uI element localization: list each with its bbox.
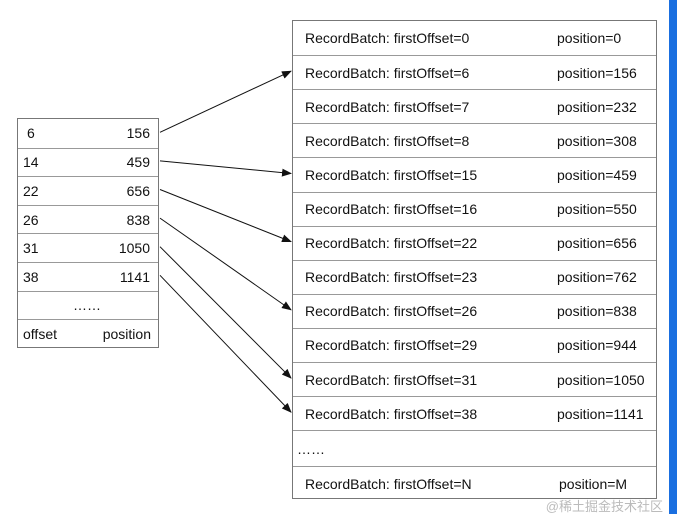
record-batch-position: position=308	[557, 132, 637, 149]
index-position: 656	[126, 182, 150, 199]
record-batch-position: position=459	[557, 166, 637, 183]
index-ellipsis-row: ……	[18, 290, 158, 320]
record-batch-row: RecordBatch: firstOffset=31 position=1050	[293, 362, 656, 396]
record-batch-row: RecordBatch: firstOffset=22 position=656	[293, 225, 656, 260]
record-batch-position: position=838	[557, 303, 637, 320]
record-batch-label: RecordBatch: firstOffset=16	[305, 201, 478, 218]
record-batch-position: position=M	[559, 475, 628, 492]
record-batch-label: RecordBatch: firstOffset=N	[305, 475, 472, 492]
record-batch-label: RecordBatch: firstOffset=38	[305, 405, 478, 422]
record-batch-position: position=656	[557, 235, 637, 252]
index-position: 459	[126, 154, 150, 171]
record-batch-position: position=1050	[557, 371, 645, 388]
index-position: 838	[126, 211, 150, 228]
record-batch-row: RecordBatch: firstOffset=7 position=232	[293, 89, 656, 123]
pointer-arrow	[159, 189, 292, 243]
offset-label: offset	[23, 326, 57, 343]
record-batch-label: RecordBatch: firstOffset=29	[305, 337, 478, 354]
record-batch-label: RecordBatch: firstOffset=22	[305, 235, 478, 252]
record-batch-label: RecordBatch: firstOffset=6	[305, 64, 470, 81]
record-batch-label: RecordBatch: firstOffset=26	[305, 303, 478, 320]
pointer-arrow	[159, 246, 292, 379]
record-batch-label: RecordBatch: firstOffset=0	[305, 30, 470, 47]
record-batch-label: RecordBatch: firstOffset=15	[305, 166, 478, 183]
record-batch-row: RecordBatch: firstOffset=38 position=1141	[293, 396, 656, 430]
pointer-arrow	[159, 217, 292, 311]
index-row: 38 1141	[18, 262, 158, 291]
record-batch-position: position=762	[557, 269, 637, 286]
record-batch-position: position=1141	[557, 405, 644, 422]
index-offset: 26	[23, 211, 39, 228]
record-batch-row: RecordBatch: firstOffset=0 position=0	[293, 21, 656, 55]
position-label: position	[102, 326, 151, 343]
record-batch-position: position=156	[557, 64, 637, 81]
index-header-row: offset position	[18, 319, 158, 349]
ellipsis: ……	[297, 440, 325, 457]
pointer-arrow	[159, 70, 292, 133]
index-offset: 6	[27, 125, 35, 142]
index-offset: 22	[23, 182, 39, 199]
record-batch-label: RecordBatch: firstOffset=8	[305, 132, 470, 149]
record-batch-row: RecordBatch: firstOffset=6 position=156	[293, 55, 656, 89]
record-batch-position: position=232	[557, 98, 637, 115]
watermark: @稀土掘金技术社区	[545, 499, 663, 514]
ellipsis: ……	[73, 297, 101, 314]
index-row: 14 459	[18, 147, 158, 177]
index-position: 1141	[119, 268, 150, 285]
record-batch-row: RecordBatch: firstOffset=29 position=944	[293, 327, 656, 362]
log-ellipsis-row: ……	[293, 430, 656, 466]
record-batch-row: RecordBatch: firstOffset=23 position=762	[293, 259, 656, 294]
record-batch-label: RecordBatch: firstOffset=23	[305, 269, 478, 286]
record-batch-row: RecordBatch: firstOffset=26 position=838	[293, 293, 656, 328]
offset-index-table: 6 156 14 459 22 656 26 838 31 1050 38 1141 …… offset p…	[17, 118, 159, 348]
pointer-arrow	[159, 160, 292, 177]
index-offset: 31	[23, 240, 39, 257]
record-batch-row: RecordBatch: firstOffset=16 position=550	[293, 191, 656, 226]
pointer-arrow	[159, 274, 292, 413]
record-batch-position: position=0	[557, 30, 622, 47]
record-batch-label: RecordBatch: firstOffset=7	[305, 98, 470, 115]
index-offset: 38	[23, 268, 39, 285]
record-batch-position: position=944	[557, 337, 637, 354]
record-batch-position: position=550	[557, 201, 637, 218]
record-batch-row: RecordBatch: firstOffset=15 position=459	[293, 157, 656, 191]
index-position: 1050	[118, 240, 150, 257]
record-batch-row: RecordBatch: firstOffset=8 position=308	[293, 123, 656, 157]
index-offset: 14	[23, 154, 39, 171]
side-strip	[669, 0, 677, 514]
index-position: 156	[126, 125, 150, 142]
index-row: 6 156	[18, 119, 158, 148]
index-row: 22 656	[18, 176, 158, 205]
index-row: 31 1050	[18, 233, 158, 262]
record-batch-label: RecordBatch: firstOffset=31	[305, 371, 478, 388]
index-row: 26 838	[18, 204, 158, 234]
record-batch-row-last: RecordBatch: firstOffset=N position=M	[293, 466, 656, 500]
